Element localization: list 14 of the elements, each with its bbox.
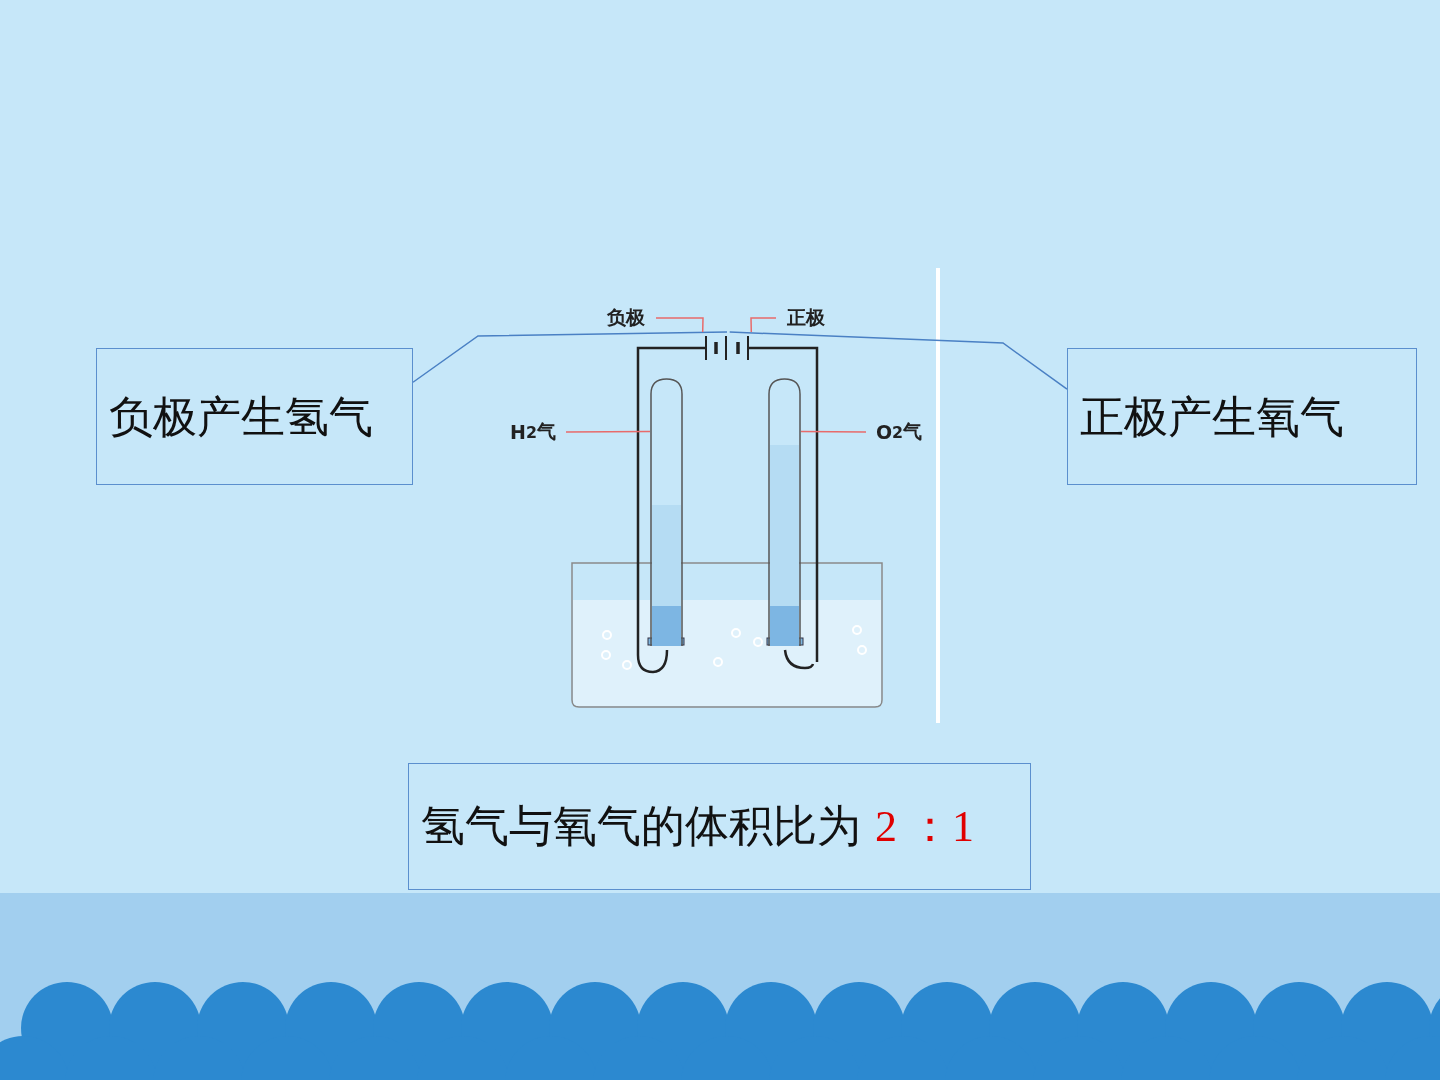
electrode-label: 负极: [596, 304, 656, 332]
leader-line: [412, 331, 728, 383]
callout-box: [1067, 348, 1417, 485]
leader-line: [750, 317, 777, 333]
callout-box: [408, 763, 1031, 890]
electrode-label: 正极: [776, 304, 836, 332]
leader-line: [728, 331, 1068, 390]
leader-line: [565, 430, 651, 433]
callout-box: [96, 348, 413, 485]
callout-text: 氢气与氧气的体积比为 2 ：1: [421, 799, 974, 854]
callout-text: 负极产生氢气: [109, 389, 373, 444]
callout-text: 正极产生氧气: [1080, 389, 1344, 444]
leader-line: [655, 317, 704, 333]
leader-line: [800, 430, 867, 433]
